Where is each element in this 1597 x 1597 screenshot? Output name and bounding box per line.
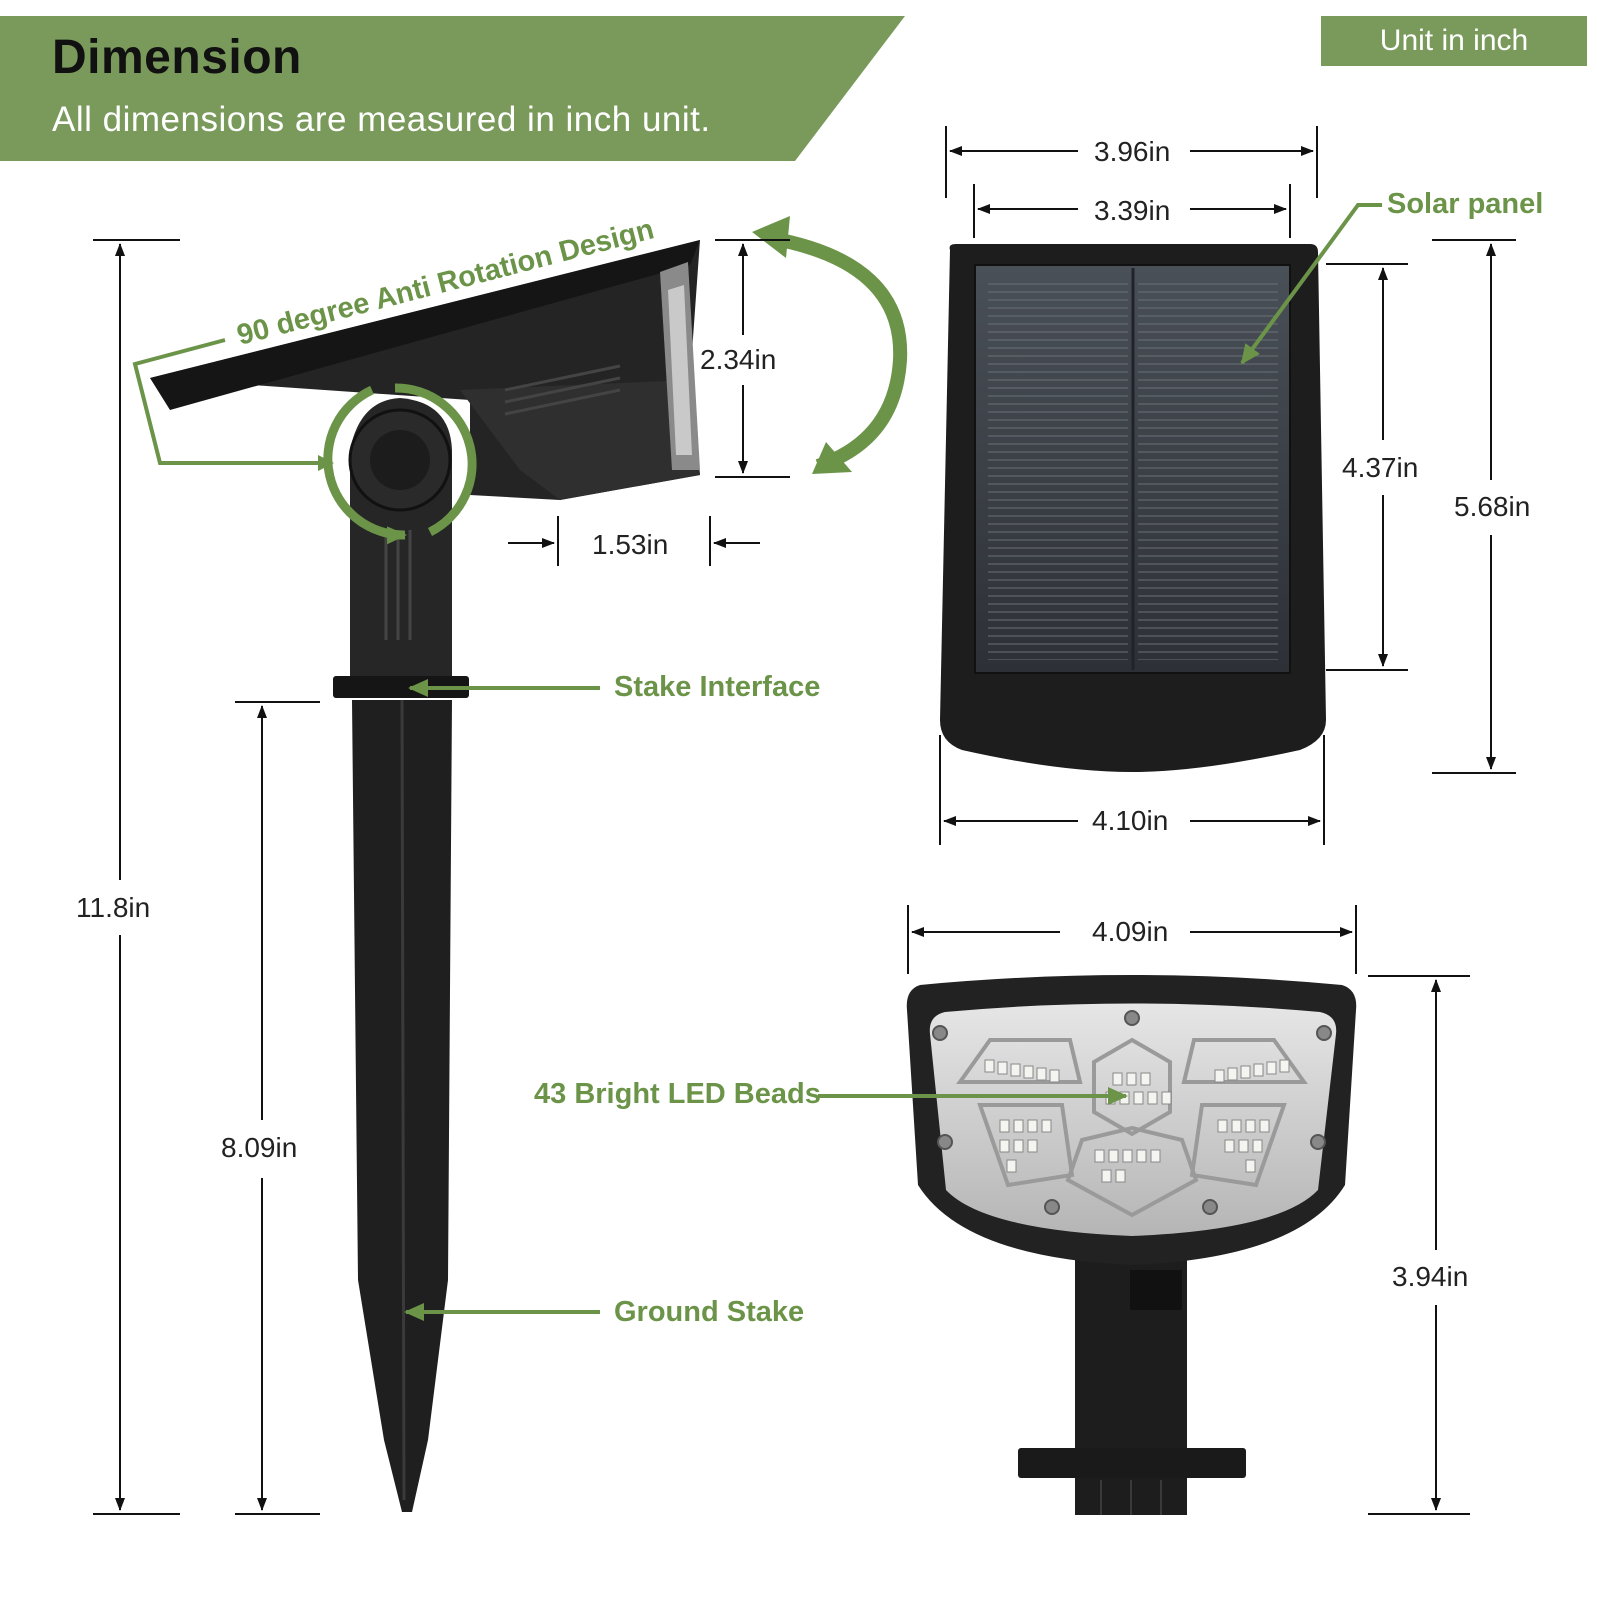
rotation-arrow-head-top (752, 216, 790, 258)
header-banner (0, 16, 930, 165)
dim-light-width: 4.09in (1088, 916, 1173, 948)
dim-head-depth-lines (508, 516, 760, 566)
dim-panel-cell-width-lines (973, 184, 1291, 238)
spotlight-front-view (906, 975, 1357, 1515)
spotlight-side-view (150, 240, 700, 1512)
solar-panel-front-view (940, 244, 1326, 772)
dim-total-height: 11.8in (72, 892, 155, 924)
page-title: Dimension (52, 31, 302, 84)
led-beads-callout: 43 Bright LED Beads (534, 1078, 821, 1110)
page-subtitle: All dimensions are measured in inch unit… (52, 100, 711, 139)
dim-panel-total-height-lines (1432, 239, 1516, 774)
dim-panel-outer-width-lines (945, 126, 1318, 198)
dim-panel-bottom-width-lines (939, 735, 1325, 845)
dim-total-height-lines (93, 239, 180, 1515)
dim-light-width-lines (907, 905, 1357, 974)
dim-panel-total-height: 5.68in (1450, 491, 1535, 523)
dim-panel-cell-height: 4.37in (1338, 452, 1423, 484)
dim-panel-cell-width: 3.39in (1090, 195, 1175, 227)
rotation-arc (768, 231, 908, 473)
dim-head-height: 2.34in (696, 344, 781, 376)
dim-panel-outer-width: 3.96in (1090, 136, 1175, 168)
dim-head-height-lines (715, 239, 790, 478)
dim-stake-height-lines (235, 701, 320, 1515)
dim-panel-cell-height-lines (1326, 263, 1408, 671)
ground-stake-callout: Ground Stake (614, 1296, 805, 1328)
rotation-callout-leader (132, 338, 318, 465)
dim-panel-bottom-width: 4.10in (1088, 805, 1173, 837)
dim-light-height: 3.94in (1388, 1261, 1473, 1293)
rotation-arrow-head-bottom (812, 442, 852, 474)
dim-head-depth: 1.53in (588, 529, 673, 561)
unit-badge: Unit in inch (1321, 16, 1587, 66)
stake-interface-callout: Stake Interface (614, 671, 821, 703)
solar-panel-leader (1240, 203, 1382, 365)
solar-panel-callout: Solar panel (1387, 188, 1544, 220)
knob-rotation-arrows (323, 383, 477, 545)
dim-stake-height: 8.09in (217, 1132, 302, 1164)
dim-light-height-lines (1368, 975, 1470, 1515)
banner-shape (0, 16, 905, 161)
